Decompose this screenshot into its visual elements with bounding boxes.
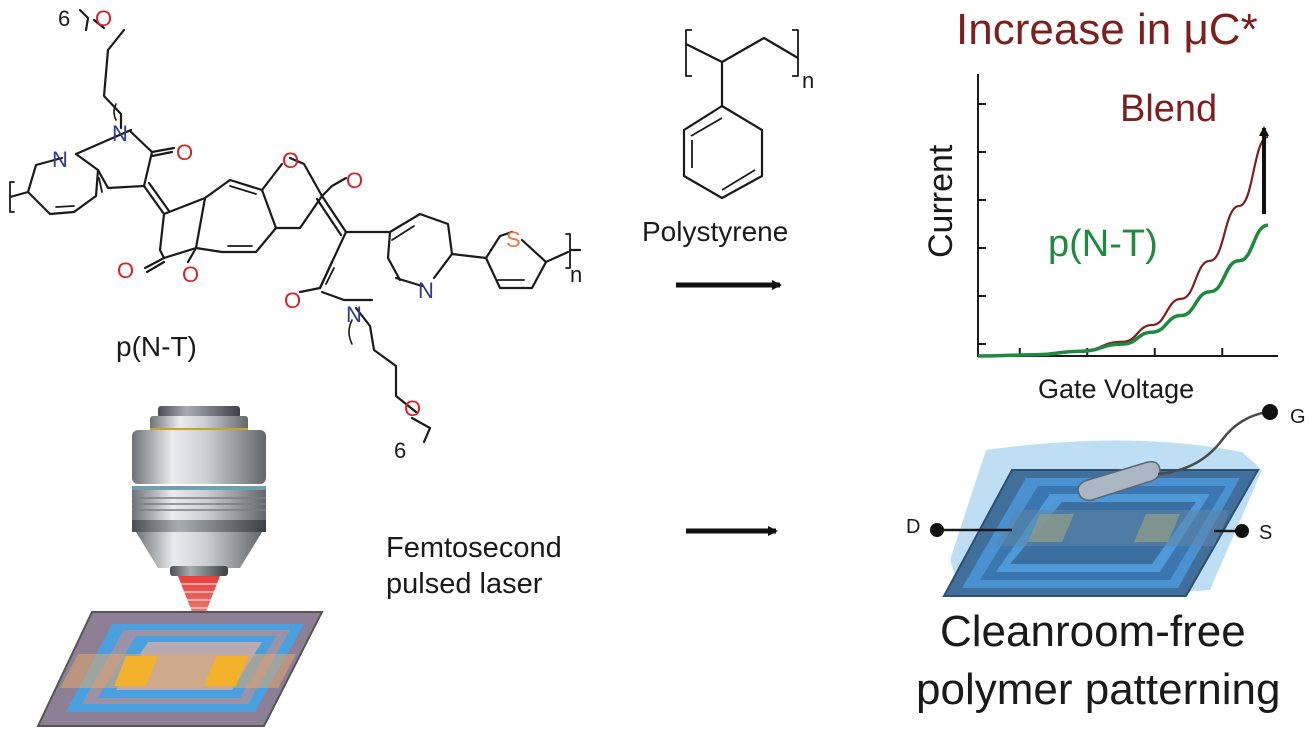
series-label-blend: Blend	[1120, 88, 1217, 130]
pnt-atom-o7: O	[284, 288, 301, 313]
chart-title: Increase in μC*	[956, 5, 1258, 54]
series-line-pnt	[977, 223, 1269, 358]
pnt-subscript-n: n	[570, 262, 582, 287]
device-caption-line1: Cleanroom-free	[940, 607, 1246, 656]
pnt-repeat-bottom: 6	[394, 438, 406, 463]
polystyrene-label: Polystyrene	[642, 216, 788, 247]
pnt-atom-n3: N	[346, 302, 362, 327]
polystyrene-subscript-n: n	[802, 68, 814, 93]
pnt-atom-o1: O	[95, 6, 112, 31]
pnt-atom-o2: O	[176, 140, 193, 165]
terminal-label-drain: D	[906, 516, 920, 538]
device-caption-line2: polymer patterning	[916, 665, 1280, 714]
pnt-atom-o8: O	[404, 396, 421, 421]
patterned-device-illustration	[930, 404, 1278, 597]
laser-label-line2: pulsed laser	[386, 568, 543, 600]
pnt-atom-labels: 6 O N N O O O O O O N N S O 6 n p(N-T)	[52, 6, 582, 463]
pnt-atom-o4: O	[346, 168, 363, 193]
pnt-atom-n1: N	[112, 121, 128, 146]
pnt-right-unit	[298, 212, 582, 302]
pnt-atom-s: S	[506, 227, 521, 252]
chart-series	[977, 135, 1269, 358]
chart-xlabel: Gate Voltage	[1038, 374, 1194, 404]
polystyrene-structure	[682, 29, 799, 200]
pnt-structure	[8, 8, 582, 444]
pnt-core	[143, 156, 348, 274]
pnt-atom-o3: O	[282, 148, 299, 173]
chart-group: Increase in μC* Current Gate Voltage Ble…	[922, 5, 1278, 404]
substrate-being-patterned	[36, 611, 324, 727]
pnt-repeat-top: 6	[58, 6, 70, 31]
pnt-name-label: p(N-T)	[116, 331, 197, 362]
laser-label-line1: Femtosecond	[386, 532, 562, 564]
pnt-left-unit	[8, 128, 176, 216]
pnt-lower-side-chain	[348, 306, 432, 444]
pnt-atom-o6: O	[182, 262, 199, 287]
terminal-label-source: S	[1259, 522, 1272, 544]
pnt-atom-n4: N	[418, 278, 434, 303]
series-label-pnt: p(N-T)	[1048, 223, 1158, 265]
terminal-label-gate: G	[1290, 406, 1306, 428]
pnt-atom-n2: N	[52, 147, 68, 172]
chart-ylabel: Current	[922, 144, 960, 258]
pnt-atom-o5: O	[117, 258, 134, 283]
objective-lens-illustration	[132, 406, 266, 576]
pnt-upper-side-chain	[78, 8, 126, 130]
